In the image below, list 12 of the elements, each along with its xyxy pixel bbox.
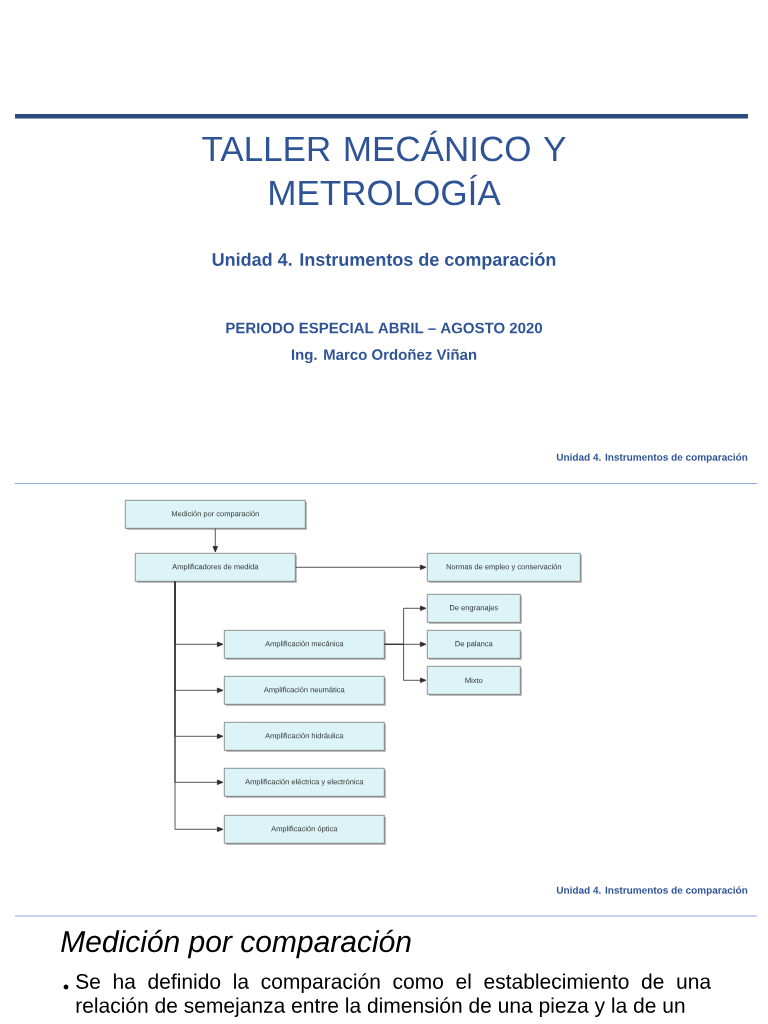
title: TALLER MECÁNICO Y METROLOGÍA [202, 130, 566, 206]
arrow [174, 581, 224, 832]
bullet-text: Se ha definido la comparación como el establecimiento de una relación de semejanza entre la dimensión de una pieza y la de un [76, 973, 712, 1018]
arrow [295, 564, 427, 570]
arrow [212, 528, 218, 553]
period-text: PERIODO ESPECIAL ABRIL – AGOSTO 2020 [226, 322, 543, 334]
slide-heading: Medición por comparación [61, 929, 411, 959]
header-text: Unidad 4. Instrumentos de comparación [556, 886, 748, 896]
header-text: Unidad 4. Instrumentos de comparación [556, 453, 748, 463]
author-name: Ing. Marco Ordoñez Viñan [291, 349, 477, 364]
subtitle: Unidad 4. Instrumentos de comparación [212, 252, 556, 270]
arrow [384, 643, 427, 683]
